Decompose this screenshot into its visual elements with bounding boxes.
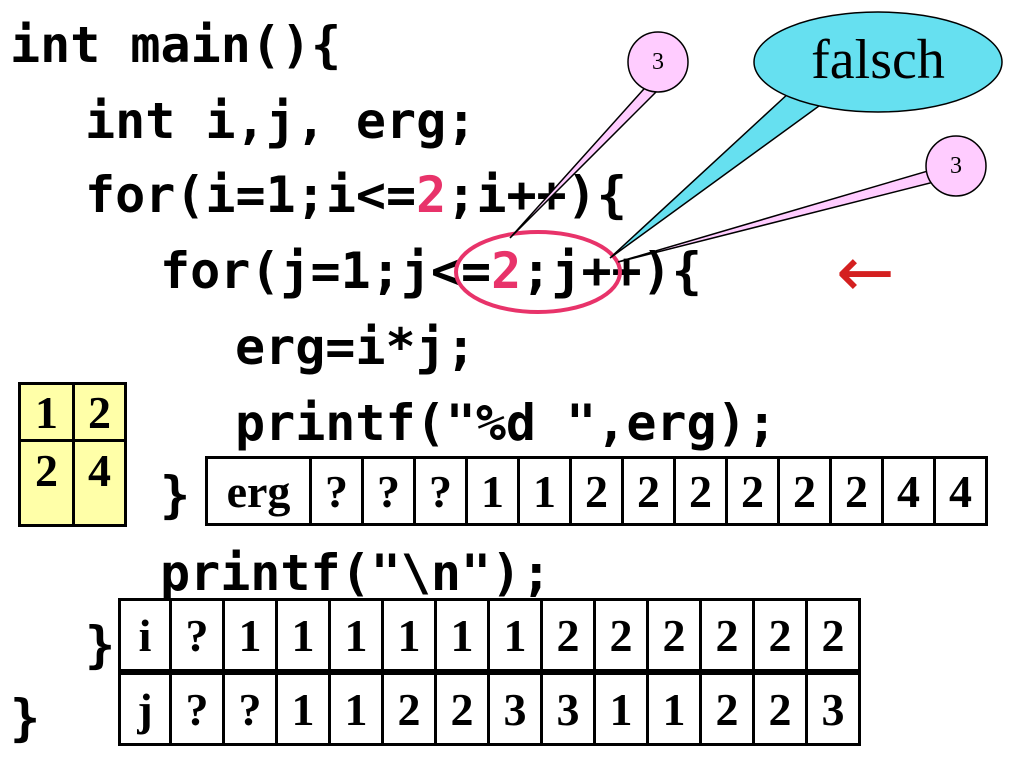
- erg-value-cell: 2: [725, 456, 780, 526]
- erg-value-cell: 4: [881, 456, 936, 526]
- i-value-cell: ?: [169, 598, 225, 672]
- i-value-cell: 2: [593, 598, 649, 672]
- grid-cell: 2: [18, 439, 75, 527]
- code-line-decl: int i,j, erg;: [85, 96, 476, 146]
- i-value-cell: 1: [434, 598, 490, 672]
- j-value-cell: 2: [699, 672, 755, 746]
- i-value-cell: 2: [699, 598, 755, 672]
- code-text: }: [160, 466, 191, 524]
- code-text: erg=i*j;: [235, 318, 476, 376]
- erg-value-cell: 2: [777, 456, 832, 526]
- grid-cell: 1: [18, 382, 75, 442]
- code-line-newline: printf("\n");: [160, 548, 551, 598]
- j-value-cell: 3: [540, 672, 596, 746]
- code-text: printf("%d ",erg);: [235, 394, 777, 452]
- j-value-cell: 3: [487, 672, 543, 746]
- j-value-cell: ?: [169, 672, 225, 746]
- grid-cell: 4: [72, 439, 127, 527]
- callout-number-left: 3: [652, 49, 664, 75]
- i-value-cell: 1: [381, 598, 437, 672]
- falsch-bubble: [753, 11, 1003, 113]
- erg-value-cell: 1: [465, 456, 520, 526]
- left-arrow-icon: ←: [836, 231, 895, 313]
- callout-pointer-left: [509, 79, 664, 239]
- i-value-cell: 1: [487, 598, 543, 672]
- j-value-cell: 2: [381, 672, 437, 746]
- code-line-close-inner: }: [160, 470, 190, 520]
- i-value-cell: 2: [540, 598, 596, 672]
- code-text: }: [10, 689, 41, 747]
- code-text: for(i=1;i<=: [85, 166, 417, 224]
- erg-label-cell: erg: [205, 456, 312, 526]
- j-value-cell: 1: [593, 672, 649, 746]
- erg-value-cell: 2: [569, 456, 624, 526]
- i-value-cell: 1: [222, 598, 278, 672]
- code-line-close-main: }: [10, 693, 40, 743]
- code-text: int main(){: [10, 16, 342, 74]
- i-value-cell: 2: [646, 598, 702, 672]
- highlight-limit: 2: [491, 242, 522, 300]
- erg-value-cell: ?: [361, 456, 416, 526]
- code-line-close-outer: }: [85, 620, 115, 670]
- erg-value-cell: 1: [517, 456, 572, 526]
- erg-value-cell: 2: [673, 456, 728, 526]
- j-value-cell: 1: [646, 672, 702, 746]
- callout-circle-right: [925, 135, 987, 197]
- callout-circle-left: [627, 31, 689, 93]
- i-value-cell: 1: [328, 598, 384, 672]
- erg-value-cell: ?: [413, 456, 468, 526]
- j-value-cell: 1: [275, 672, 331, 746]
- erg-value-cell: 4: [933, 456, 988, 526]
- callout-number-right: 3: [950, 153, 962, 179]
- erg-value-cell: 2: [621, 456, 676, 526]
- i-label-cell: i: [118, 598, 172, 672]
- highlight-limit: 2: [416, 166, 447, 224]
- code-text: printf("\n");: [160, 544, 552, 602]
- j-value-cell: 2: [752, 672, 808, 746]
- code-line-inner-for: for(j=1;j<=2;j++){: [160, 246, 702, 296]
- highlight-ellipse: [454, 230, 622, 314]
- code-line-main: int main(){: [10, 20, 341, 70]
- j-value-cell: 2: [434, 672, 490, 746]
- erg-value-cell: ?: [309, 456, 364, 526]
- i-value-cell: 2: [752, 598, 808, 672]
- code-text: for(j=1;j<=: [160, 242, 492, 300]
- erg-value-cell: 2: [829, 456, 884, 526]
- falsch-label: falsch: [811, 29, 945, 91]
- code-text: int i,j, erg;: [85, 92, 477, 150]
- code-line-printf: printf("%d ",erg);: [235, 398, 777, 448]
- code-text: }: [85, 616, 116, 674]
- j-value-cell: 1: [328, 672, 384, 746]
- j-value-cell: 3: [805, 672, 861, 746]
- grid-cell: 2: [72, 382, 127, 442]
- i-value-cell: 2: [805, 598, 861, 672]
- j-label-cell: j: [118, 672, 172, 746]
- code-line-multiply: erg=i*j;: [235, 322, 476, 372]
- j-value-cell: ?: [222, 672, 278, 746]
- i-value-cell: 1: [275, 598, 331, 672]
